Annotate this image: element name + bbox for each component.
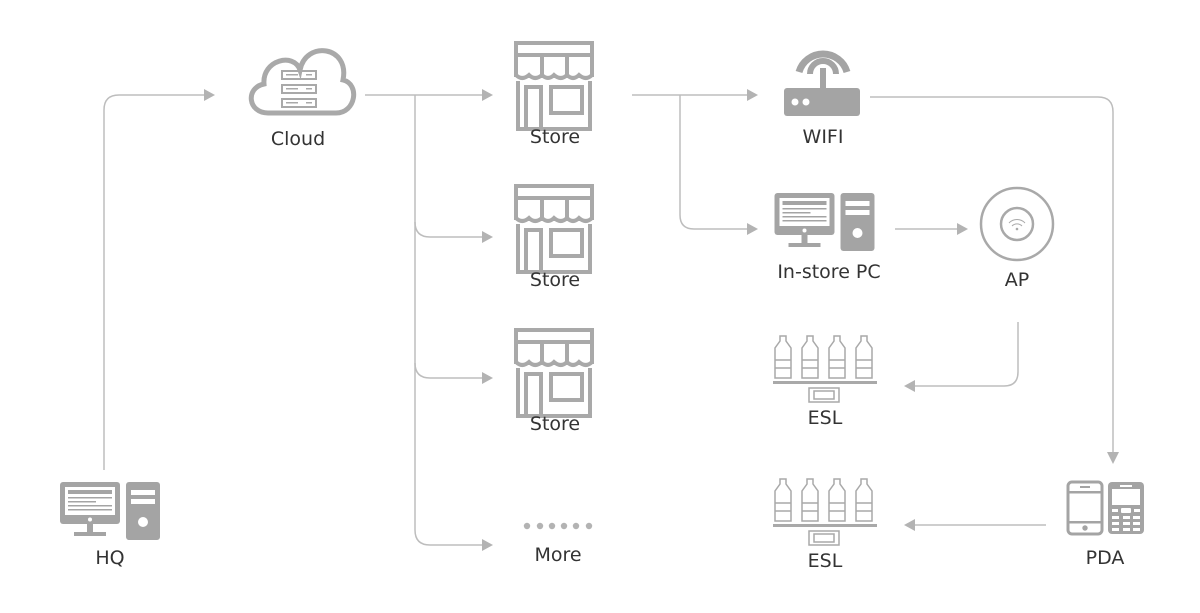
- arrow-to-pc: [747, 223, 758, 235]
- access-point-icon: [979, 186, 1055, 262]
- shelf-label-icon: [773, 335, 877, 403]
- node-more[interactable]: More: [523, 522, 593, 566]
- node-label-hq: HQ: [95, 547, 124, 569]
- desktop-computer-icon: [60, 482, 160, 540]
- arrow-to-esl2: [904, 519, 915, 531]
- node-esl-2[interactable]: ESL: [773, 478, 877, 572]
- arrow-to-ap: [957, 223, 968, 235]
- connectors: [103, 89, 1119, 551]
- node-label-store-1: Store: [530, 126, 580, 148]
- shelf-label-icon: [773, 478, 877, 546]
- ellipsis-dots-icon: [523, 522, 593, 530]
- arrow-to-store3: [482, 372, 493, 384]
- arrow-to-cloud: [204, 89, 215, 101]
- cloud-server-icon: [248, 48, 357, 116]
- arrow-to-store1: [482, 89, 493, 101]
- edge-hq-cloud: [103, 94, 204, 470]
- edge-cloud-store2: [414, 221, 482, 238]
- edge-wifi-pda: [870, 96, 1114, 452]
- arrow-to-wifi: [747, 89, 758, 101]
- node-store-1[interactable]: Store: [514, 41, 594, 148]
- arrow-to-store2: [482, 231, 493, 243]
- arrow-to-esl1: [904, 380, 915, 392]
- node-label-more: More: [534, 544, 581, 566]
- node-hq[interactable]: HQ: [60, 482, 160, 569]
- node-label-ap: AP: [1005, 269, 1029, 291]
- desktop-computer-icon: [774, 193, 875, 251]
- node-label-esl-1: ESL: [808, 407, 843, 429]
- edge-store-pc: [679, 95, 747, 230]
- node-esl-1[interactable]: ESL: [773, 335, 877, 429]
- node-label-in-store-pc: In-store PC: [777, 261, 880, 283]
- node-label-esl-2: ESL: [808, 550, 843, 572]
- handheld-devices-icon: [1066, 480, 1144, 536]
- arrow-to-pda: [1107, 452, 1119, 464]
- node-cloud[interactable]: Cloud: [248, 48, 357, 150]
- node-pda[interactable]: PDA: [1066, 480, 1144, 569]
- node-label-pda: PDA: [1086, 547, 1125, 569]
- node-label-store-2: Store: [530, 269, 580, 291]
- edge-cloud-trunk: [414, 95, 482, 546]
- edge-ap-esl1: [915, 322, 1019, 387]
- storefront-icon: [514, 184, 594, 274]
- storefront-icon: [514, 41, 594, 131]
- edge-cloud-store3: [414, 362, 482, 379]
- node-wifi[interactable]: WIFI: [784, 50, 860, 148]
- node-label-cloud: Cloud: [271, 128, 325, 150]
- node-label-wifi: WIFI: [803, 126, 844, 148]
- node-store-2[interactable]: Store: [514, 184, 594, 291]
- wifi-router-icon: [784, 50, 860, 116]
- storefront-icon: [514, 328, 594, 418]
- node-ap[interactable]: AP: [979, 186, 1055, 291]
- arrow-to-more: [482, 539, 493, 551]
- node-label-store-3: Store: [530, 413, 580, 435]
- node-in-store-pc[interactable]: In-store PC: [774, 193, 881, 283]
- node-store-3[interactable]: Store: [514, 328, 594, 435]
